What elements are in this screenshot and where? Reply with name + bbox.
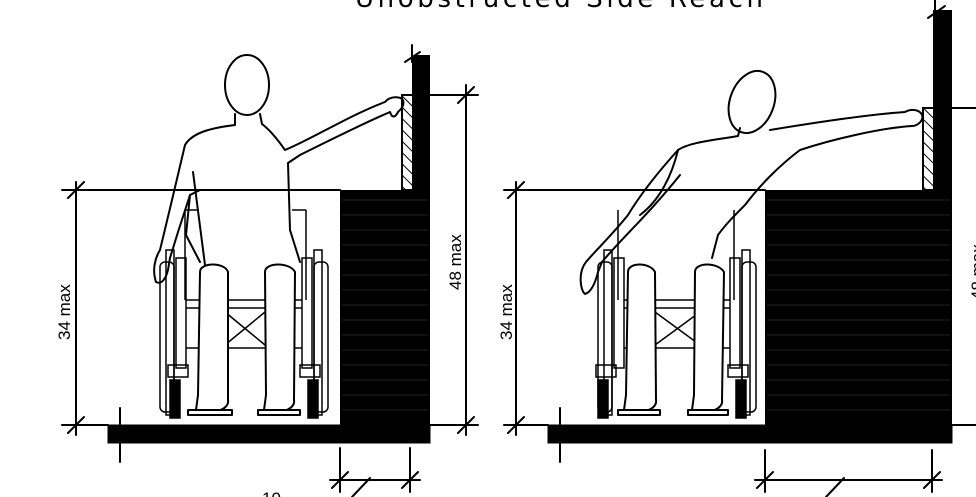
left-person: [153, 54, 405, 416]
left-dimensions: [61, 84, 479, 497]
right-person: [579, 70, 924, 416]
right-diagram: 34 max 48 max: [497, 0, 976, 497]
left-wheelchair: [159, 209, 329, 419]
right-dimensions: [503, 107, 976, 497]
right-floor: [547, 424, 953, 444]
left-wall: [401, 44, 430, 191]
diagram-title: Unobstructed Side Reach: [355, 0, 765, 14]
left-diagram: 34 max 48 max 10: [55, 44, 479, 497]
left-floor: [107, 424, 431, 444]
left-dim-bottom-label: 10: [262, 489, 281, 497]
right-dim-high-label: 48 max: [968, 244, 976, 300]
right-dim-low-label: 34 max: [497, 284, 516, 340]
left-counter: [340, 190, 430, 425]
left-dim-low-label: 34 max: [55, 284, 74, 340]
right-wall: [922, 0, 952, 191]
right-counter: [765, 190, 952, 425]
left-dim-high-label: 48 max: [446, 234, 465, 290]
